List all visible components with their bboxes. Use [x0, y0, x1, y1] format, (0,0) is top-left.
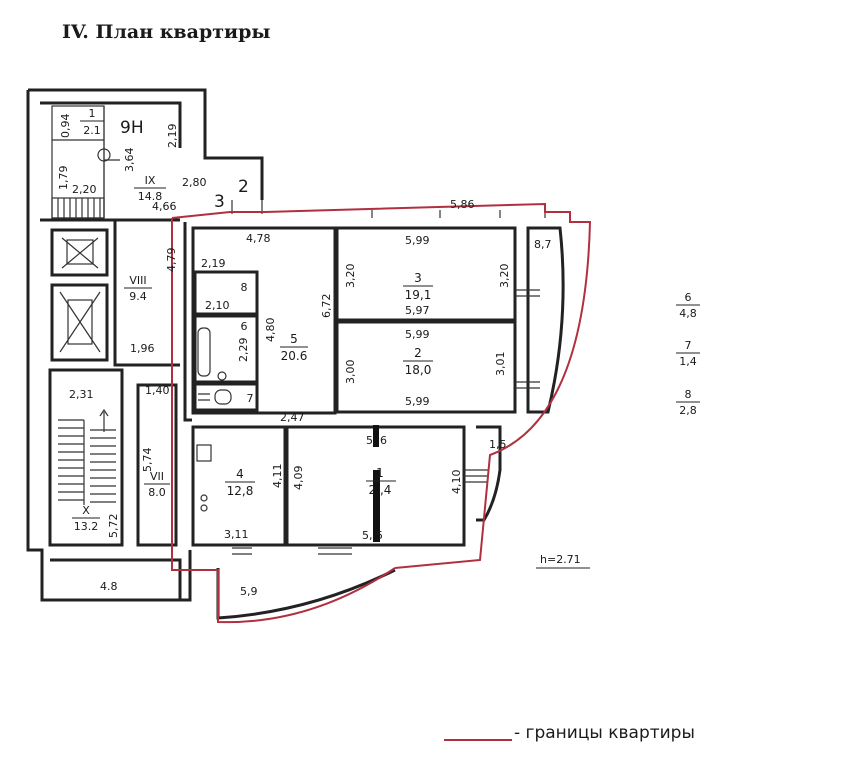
dim: 4,09	[292, 466, 305, 491]
room-num: 1	[89, 107, 96, 120]
marker-9n: 9Н	[120, 118, 144, 138]
dim: 6,72	[320, 294, 333, 319]
room-area: 2 ,4	[369, 483, 392, 497]
dim: 2,19	[201, 257, 226, 270]
redaction-mark	[373, 425, 379, 447]
dim: 1,40	[145, 384, 170, 397]
room-num: 2	[414, 346, 422, 360]
room-num: IX	[145, 174, 156, 187]
dim: 4,80	[264, 318, 277, 343]
dim: 3,11	[224, 528, 249, 541]
dim: 1,79	[57, 166, 70, 191]
room-area: 9.4	[129, 290, 147, 303]
dimension-labels: 0,94 1,79 2,20 3,64 2,19 2,80 4,66 5,86 …	[57, 114, 552, 599]
dim: 4,11	[271, 464, 284, 489]
dim: 4,10	[450, 470, 463, 495]
room-num: 3	[414, 271, 422, 285]
room-num: X	[82, 504, 90, 517]
side-area: 1,4	[679, 355, 697, 368]
dim: 2,29	[237, 338, 250, 363]
room-num: 6	[241, 320, 248, 333]
room-num: 1	[376, 466, 384, 480]
dim: 4.8	[100, 580, 118, 593]
plan-title: IV. План квартиры	[62, 21, 270, 43]
room-area: 19,1	[405, 288, 432, 302]
dim: 5, 6	[366, 434, 387, 447]
dim: 5,99	[405, 395, 430, 408]
room-area: 14.8	[138, 190, 163, 203]
legend-text: - границы квартиры	[514, 723, 695, 743]
dim: 2,19	[166, 124, 179, 149]
room-num: 8	[241, 281, 248, 294]
dim: 0,94	[59, 114, 72, 139]
dim: 1,96	[130, 342, 155, 355]
dim: 5,99	[405, 328, 430, 341]
redaction-mark	[373, 470, 380, 542]
side-num: 8	[685, 388, 692, 401]
room-labels: 1 2.1 IX 14.8 VIII 9.4 VII 8.0 X 13.2 8 …	[72, 107, 433, 533]
dim: 5, 5	[362, 529, 383, 542]
dim: 2,10	[205, 299, 230, 312]
building-walls	[26, 88, 264, 602]
dim: 3,00	[344, 360, 357, 385]
dim: 2,47	[280, 411, 305, 424]
dim: 8,7	[534, 238, 552, 251]
side-area-list: 6 4,8 7 1,4 8 2,8	[676, 291, 700, 417]
height-note: h=2.71	[540, 553, 581, 566]
side-area: 4,8	[679, 307, 697, 320]
dim: 4,79	[165, 248, 178, 273]
dim: 4,66	[152, 200, 177, 213]
room-area: 20.6	[281, 349, 308, 363]
dim: 3,64	[123, 148, 136, 173]
room-area: 8.0	[148, 486, 166, 499]
dim: 2,20	[72, 183, 97, 196]
side-area: 2,8	[679, 404, 697, 417]
legend: - границы квартиры	[444, 723, 695, 743]
dim: 2,80	[182, 176, 207, 189]
dim: 5,74	[141, 448, 154, 473]
dim: 5,9	[240, 585, 258, 598]
room-num: VII	[150, 470, 164, 483]
apartment-walls	[183, 200, 565, 620]
dim: 5,72	[107, 514, 120, 539]
dim: 5,99	[405, 234, 430, 247]
dim: 3,20	[498, 264, 511, 289]
room-num: 4	[236, 467, 244, 481]
marker-2: 2	[238, 177, 249, 197]
dim: 5,86	[450, 198, 475, 211]
side-num: 6	[685, 291, 692, 304]
room-area: 13.2	[74, 520, 99, 533]
room-area: 18,0	[405, 363, 432, 377]
room-area: 12,8	[227, 484, 254, 498]
dim: 2,31	[69, 388, 94, 401]
dim: 5,97	[405, 304, 430, 317]
room-num: 5	[290, 332, 298, 346]
apartment-boundary	[171, 202, 592, 624]
side-num: 7	[685, 339, 692, 352]
dim: 3,20	[344, 264, 357, 289]
room-num: 7	[247, 392, 254, 405]
marker-3: 3	[214, 192, 225, 212]
room-num: VIII	[129, 274, 146, 287]
dim: 3,01	[494, 352, 507, 377]
markers: 9Н 3 2	[120, 118, 249, 212]
dim: 1,5	[489, 438, 507, 451]
room-area: 2.1	[83, 124, 101, 137]
dim: 4,78	[246, 232, 271, 245]
